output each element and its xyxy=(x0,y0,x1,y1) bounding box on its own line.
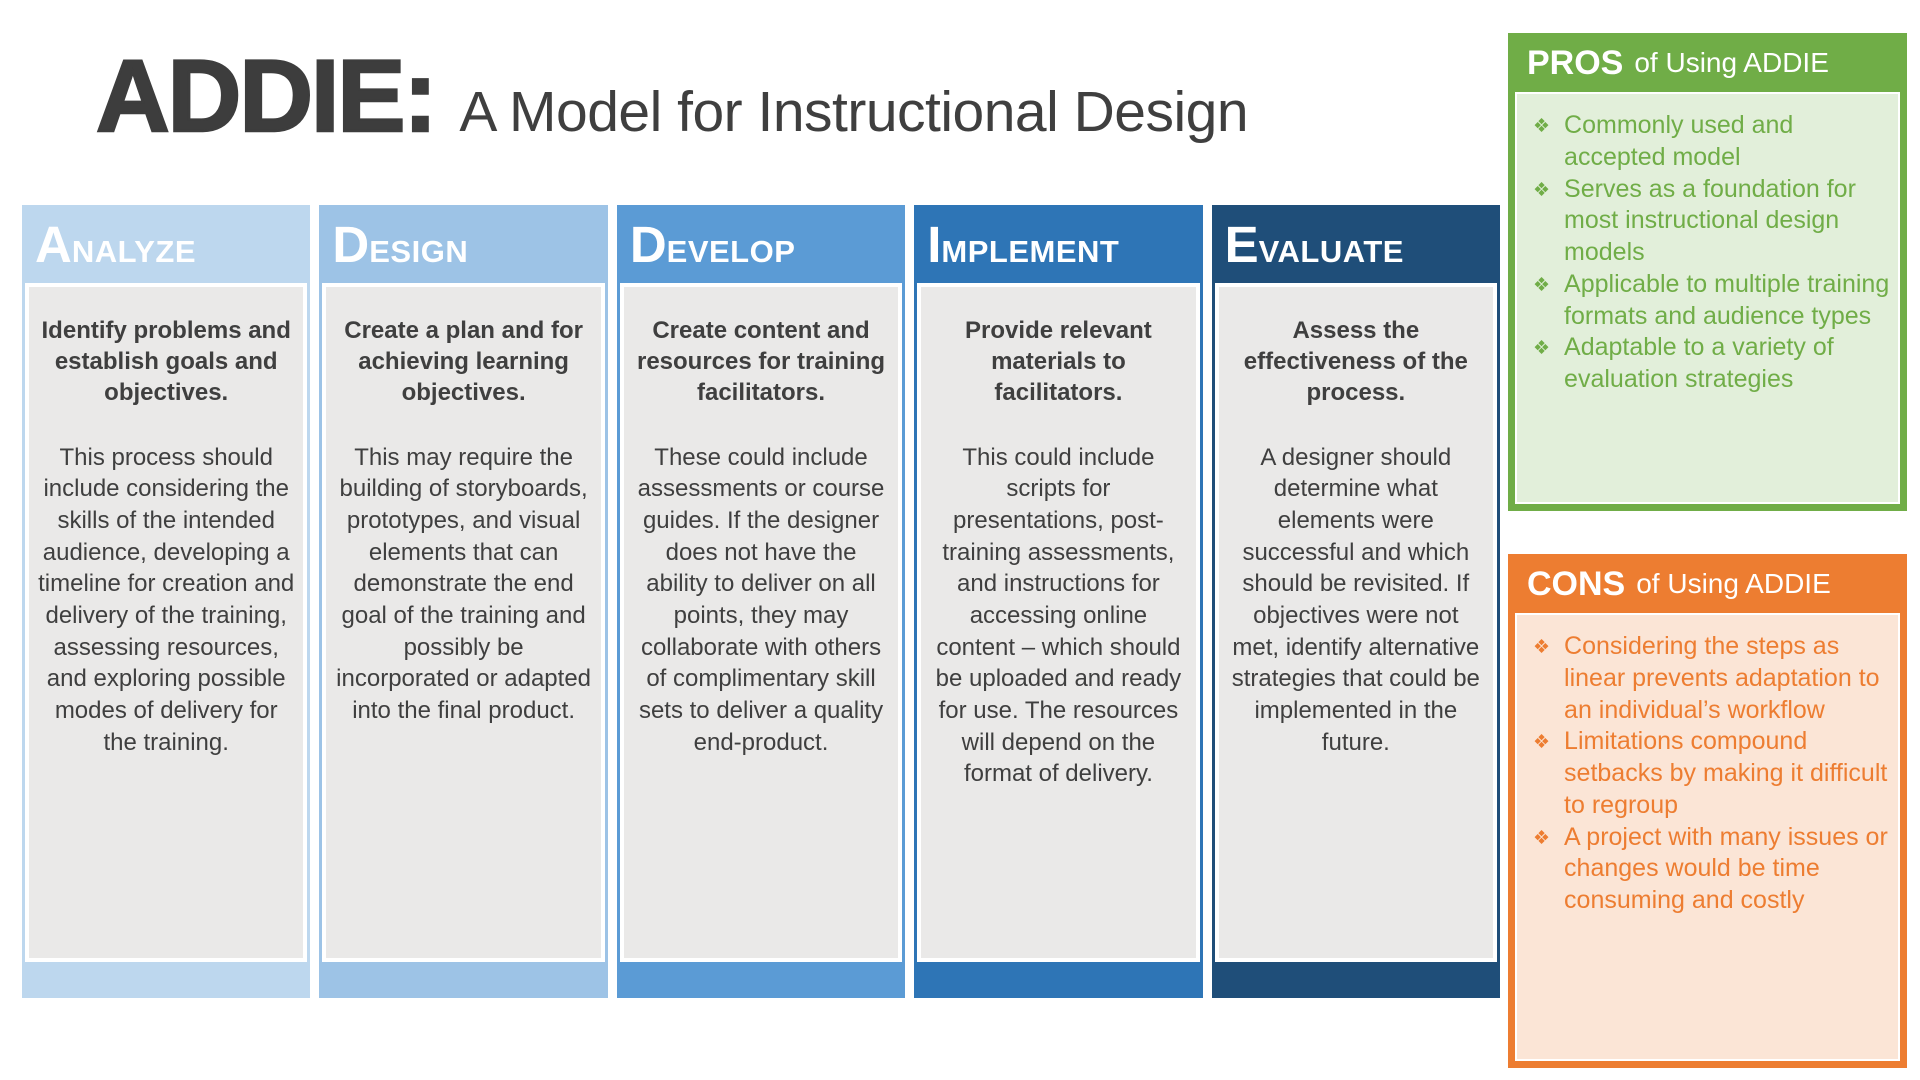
pros-title-suffix: of Using ADDIE xyxy=(1634,47,1829,78)
diamond-bullet-icon: ❖ xyxy=(1533,274,1551,296)
column-evaluate: EVALUATE Assess the effectiveness of the… xyxy=(1211,205,1501,998)
column-develop-header: DEVELOP xyxy=(617,205,905,283)
column-develop-initial: D xyxy=(629,215,667,273)
cons-title: CONS xyxy=(1527,564,1626,603)
title-acronym: ADDIE: xyxy=(95,38,439,155)
pros-item-text: Adaptable to a variety of evaluation str… xyxy=(1564,333,1834,393)
diamond-bullet-icon: ❖ xyxy=(1533,732,1551,754)
column-develop-description: These could include assessments or cours… xyxy=(637,443,885,756)
column-evaluate-initial: E xyxy=(1224,215,1259,273)
cons-list: ❖ Considering the steps as linear preven… xyxy=(1533,631,1890,917)
pros-list: ❖ Commonly used and accepted model ❖ Ser… xyxy=(1533,110,1890,396)
diamond-bullet-icon: ❖ xyxy=(1533,179,1551,201)
cons-item-text: A project with many issues or changes wo… xyxy=(1564,822,1888,915)
column-implement-header: IMPLEMENT xyxy=(914,205,1202,283)
list-item: ❖ Applicable to multiple training format… xyxy=(1533,269,1890,333)
cons-header: CONS of Using ADDIE xyxy=(1515,561,1900,613)
column-evaluate-summary: Assess the effectiveness of the process. xyxy=(1243,317,1468,407)
column-analyze-header: ANALYZE xyxy=(22,205,310,283)
column-implement-body: Provide relevant materials to facilitato… xyxy=(917,283,1200,962)
column-implement: IMPLEMENT Provide relevant materials to … xyxy=(914,205,1203,998)
cons-box: CONS of Using ADDIE ❖ Considering the st… xyxy=(1508,554,1907,1068)
pros-item-text: Serves as a foundation for most instruct… xyxy=(1564,174,1856,267)
column-analyze: ANALYZE Identify problems and establish … xyxy=(22,205,311,998)
list-item: ❖ Considering the steps as linear preven… xyxy=(1533,631,1890,726)
column-evaluate-body: Assess the effectiveness of the process.… xyxy=(1214,283,1498,962)
cons-item-text: Considering the steps as linear prevents… xyxy=(1564,632,1880,724)
column-analyze-initial: A xyxy=(35,215,72,273)
pros-box: PROS of Using ADDIE ❖ Commonly used and … xyxy=(1508,33,1907,511)
column-implement-summary: Provide relevant materials to facilitato… xyxy=(965,317,1152,407)
column-design-title: ESIGN xyxy=(369,233,469,269)
column-implement-initial: I xyxy=(927,215,942,273)
column-develop: DEVELOP Create content and resources for… xyxy=(616,205,906,998)
process-columns: ANALYZE Identify problems and establish … xyxy=(22,205,1501,998)
cons-title-suffix: of Using ADDIE xyxy=(1636,568,1831,599)
column-analyze-summary: Identify problems and establish goals an… xyxy=(41,317,291,407)
column-implement-title: MPLEMENT xyxy=(941,233,1120,269)
pros-item-text: Commonly used and accepted model xyxy=(1564,111,1794,171)
cons-item-text: Limitations compound setbacks by making … xyxy=(1564,727,1888,819)
column-evaluate-title: VALUATE xyxy=(1258,233,1404,269)
column-analyze-title: NALYZE xyxy=(71,233,196,269)
column-develop-body: Create content and resources for trainin… xyxy=(619,283,903,962)
title-subtitle: A Model for Instructional Design xyxy=(459,80,1249,144)
list-item: ❖ Commonly used and accepted model xyxy=(1533,110,1890,174)
column-design-header: DESIGN xyxy=(319,205,607,283)
pros-header: PROS of Using ADDIE xyxy=(1515,40,1900,92)
column-design-body: Create a plan and for achieving learning… xyxy=(322,283,605,962)
column-evaluate-header: EVALUATE xyxy=(1212,205,1500,283)
column-develop-summary: Create content and resources for trainin… xyxy=(636,317,886,407)
pros-item-text: Applicable to multiple training formats … xyxy=(1564,269,1890,330)
pros-title: PROS xyxy=(1527,43,1624,82)
cons-body: ❖ Considering the steps as linear preven… xyxy=(1515,613,1900,1061)
column-design-initial: D xyxy=(332,215,370,273)
list-item: ❖ Adaptable to a variety of evaluation s… xyxy=(1533,332,1890,396)
list-item: ❖ Limitations compound setbacks by makin… xyxy=(1533,726,1890,821)
column-design-description: This may require the building of storybo… xyxy=(336,443,592,724)
column-develop-title: EVELOP xyxy=(666,233,796,269)
diamond-bullet-icon: ❖ xyxy=(1533,827,1551,849)
column-implement-description: This could include scripts for presentat… xyxy=(935,443,1182,788)
page-title: ADDIE: A Model for Instructional Design xyxy=(95,38,1249,155)
column-analyze-description: This process should include considering … xyxy=(38,443,295,756)
column-design-summary: Create a plan and for achieving learning… xyxy=(344,317,583,407)
pros-body: ❖ Commonly used and accepted model ❖ Ser… xyxy=(1515,92,1900,504)
diamond-bullet-icon: ❖ xyxy=(1533,338,1551,360)
column-analyze-body: Identify problems and establish goals an… xyxy=(25,283,308,962)
column-design: DESIGN Create a plan and for achieving l… xyxy=(319,205,608,998)
column-evaluate-description: A designer should determine what element… xyxy=(1231,443,1480,756)
diamond-bullet-icon: ❖ xyxy=(1533,637,1551,658)
list-item: ❖ A project with many issues or changes … xyxy=(1533,822,1890,917)
list-item: ❖ Serves as a foundation for most instru… xyxy=(1533,174,1890,269)
diamond-bullet-icon: ❖ xyxy=(1533,116,1551,137)
